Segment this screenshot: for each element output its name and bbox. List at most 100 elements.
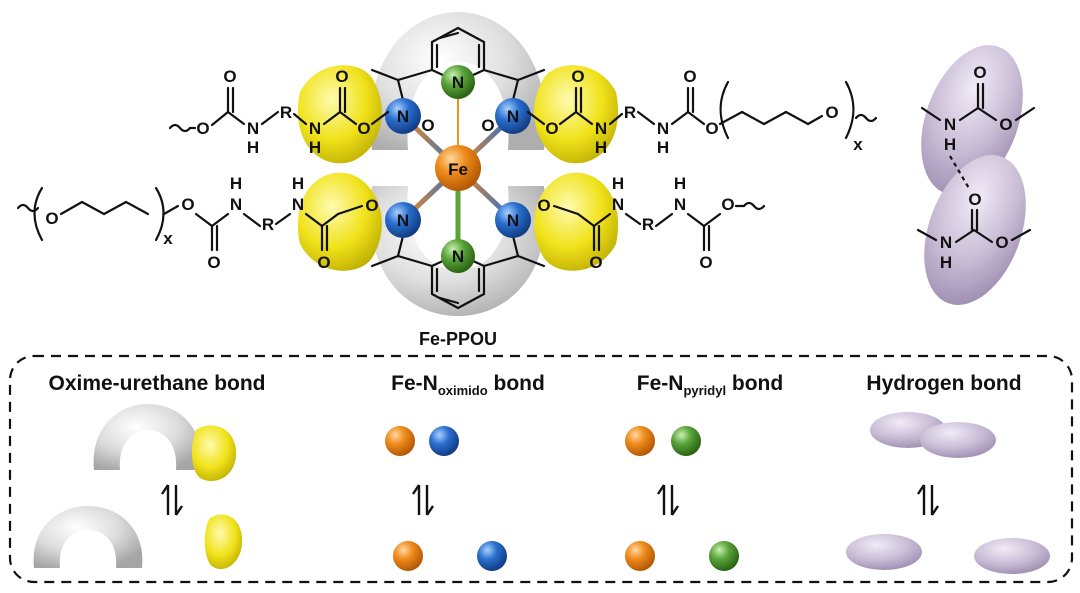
svg-text:O: O bbox=[705, 119, 718, 138]
svg-text:O: O bbox=[223, 67, 236, 86]
legend-fe-n-pyridyl: Fe-Npyridyl bond bbox=[625, 372, 783, 571]
hydrogen-bond-motif: N H O O O N H O bbox=[916, 45, 1036, 305]
legend-fe-sphere-free-2 bbox=[625, 541, 655, 571]
svg-text:R: R bbox=[280, 103, 292, 122]
legend-fe-sphere-bound-1 bbox=[385, 426, 415, 456]
hbond-dashed-line bbox=[949, 155, 971, 191]
svg-text:N: N bbox=[657, 119, 669, 138]
legend-n-oximido-sphere-bound bbox=[429, 426, 459, 456]
svg-text:O: O bbox=[721, 195, 734, 214]
svg-text:H: H bbox=[612, 174, 624, 193]
urethane-lobe-bottom-left bbox=[297, 172, 382, 271]
svg-text:x: x bbox=[853, 135, 863, 154]
n-pyridyl-atom-top: N bbox=[441, 65, 475, 99]
oxime-o-top-left: O bbox=[421, 116, 434, 135]
svg-text:H: H bbox=[944, 135, 956, 154]
legend-grey-shell-bound bbox=[93, 404, 203, 470]
svg-text:H: H bbox=[247, 138, 259, 157]
svg-text:O: O bbox=[181, 195, 194, 214]
chain-top-left: O O N H R N H O O bbox=[168, 67, 390, 157]
svg-text:O: O bbox=[589, 253, 602, 272]
legend-hbond-ellipse-free-2 bbox=[974, 538, 1050, 574]
svg-text:H: H bbox=[292, 174, 304, 193]
svg-text:N: N bbox=[940, 233, 952, 252]
svg-text:H: H bbox=[674, 174, 686, 193]
n-pyridyl-atom-bottom: N bbox=[441, 239, 475, 273]
svg-text:O: O bbox=[335, 67, 348, 86]
n-oximido-atom-bottom-left: N bbox=[385, 202, 421, 238]
svg-text:R: R bbox=[624, 103, 636, 122]
legend-yellow-lobe-bound bbox=[191, 425, 237, 482]
legend-yellow-lobe-free bbox=[204, 514, 243, 570]
legend-title-fe-n-oximido: Fe-Noximido bond bbox=[391, 372, 545, 398]
oxime-o-top-right: O bbox=[481, 116, 494, 135]
oxime-urethane-shell-bottom bbox=[370, 186, 546, 316]
svg-text:O: O bbox=[968, 190, 981, 209]
svg-text:H: H bbox=[940, 253, 952, 272]
svg-text:N: N bbox=[452, 73, 464, 92]
urethane-lobe-bottom-right bbox=[534, 172, 619, 271]
svg-text:N: N bbox=[452, 247, 464, 266]
legend-oxime-urethane: Oxime-urethane bond bbox=[33, 372, 266, 570]
svg-text:H: H bbox=[595, 138, 607, 157]
svg-text:N: N bbox=[247, 119, 259, 138]
legend-equilibrium-arrow-1 bbox=[160, 483, 184, 517]
svg-text:N: N bbox=[674, 195, 686, 214]
oxime-urethane-shell-top bbox=[370, 12, 546, 150]
legend-title-oxime-urethane: Oxime-urethane bond bbox=[48, 372, 265, 395]
svg-text:O: O bbox=[196, 119, 209, 138]
legend-equilibrium-arrow-2 bbox=[411, 483, 435, 517]
legend-box: Oxime-urethane bond Fe-Noximido bond Fe-… bbox=[8, 354, 1074, 584]
urethane-lobe-top-right bbox=[534, 65, 619, 164]
svg-text:O: O bbox=[45, 209, 58, 228]
legend-n-pyridyl-sphere-free bbox=[709, 541, 739, 571]
svg-text:N: N bbox=[944, 115, 956, 134]
svg-text:O: O bbox=[357, 119, 370, 138]
svg-text:O: O bbox=[683, 67, 696, 86]
legend-equilibrium-arrow-3 bbox=[656, 483, 680, 517]
legend-fe-n-oximido: Fe-Noximido bond bbox=[385, 372, 545, 571]
n-oximido-atom-bottom-right: N bbox=[495, 202, 531, 238]
legend-hydrogen-bond: Hydrogen bond bbox=[846, 372, 1050, 574]
svg-text:R: R bbox=[642, 215, 654, 234]
oxime-o-bottom-right: O bbox=[537, 196, 550, 215]
oxime-o-bottom-left: O bbox=[365, 196, 378, 215]
svg-text:H: H bbox=[309, 138, 321, 157]
svg-text:N: N bbox=[292, 195, 304, 214]
urethane-lobe-top-left bbox=[297, 65, 382, 164]
svg-text:O: O bbox=[317, 253, 330, 272]
svg-text:H: H bbox=[230, 174, 242, 193]
legend-equilibrium-arrow-4 bbox=[916, 483, 940, 517]
iron-atom: Fe bbox=[435, 145, 481, 191]
legend-title-hydrogen-bond: Hydrogen bond bbox=[866, 372, 1021, 395]
svg-text:O: O bbox=[995, 233, 1008, 252]
legend-title-fe-n-pyridyl: Fe-Npyridyl bond bbox=[637, 372, 783, 398]
svg-text:N: N bbox=[595, 119, 607, 138]
svg-text:R: R bbox=[262, 215, 274, 234]
legend-hbond-ellipse-free-1 bbox=[846, 534, 922, 570]
legend-n-oximido-sphere-free bbox=[477, 541, 507, 571]
chain-bottom-right: O H N R H N O O bbox=[552, 174, 766, 272]
legend-fe-sphere-bound-2 bbox=[625, 426, 655, 456]
svg-text:N: N bbox=[612, 195, 624, 214]
svg-text:O: O bbox=[699, 253, 712, 272]
svg-text:N: N bbox=[397, 107, 409, 126]
svg-text:O: O bbox=[207, 253, 220, 272]
chain-top-right: O O N H R N H O O O x bbox=[526, 67, 878, 157]
svg-text:N: N bbox=[397, 211, 409, 230]
svg-text:N: N bbox=[230, 195, 242, 214]
svg-text:O: O bbox=[545, 119, 558, 138]
svg-text:N: N bbox=[309, 119, 321, 138]
legend-hbond-ellipse-bound-2 bbox=[920, 422, 996, 458]
svg-text:O: O bbox=[571, 67, 584, 86]
svg-text:O: O bbox=[999, 115, 1012, 134]
svg-text:H: H bbox=[657, 138, 669, 157]
n-oximido-atom-top-left: N bbox=[385, 98, 421, 134]
legend-n-pyridyl-sphere-bound bbox=[671, 426, 701, 456]
svg-text:O: O bbox=[973, 63, 986, 82]
n-oximido-atom-top-right: N bbox=[495, 98, 531, 134]
svg-text:O: O bbox=[825, 103, 838, 122]
compound-label: Fe-PPOU bbox=[419, 329, 497, 349]
